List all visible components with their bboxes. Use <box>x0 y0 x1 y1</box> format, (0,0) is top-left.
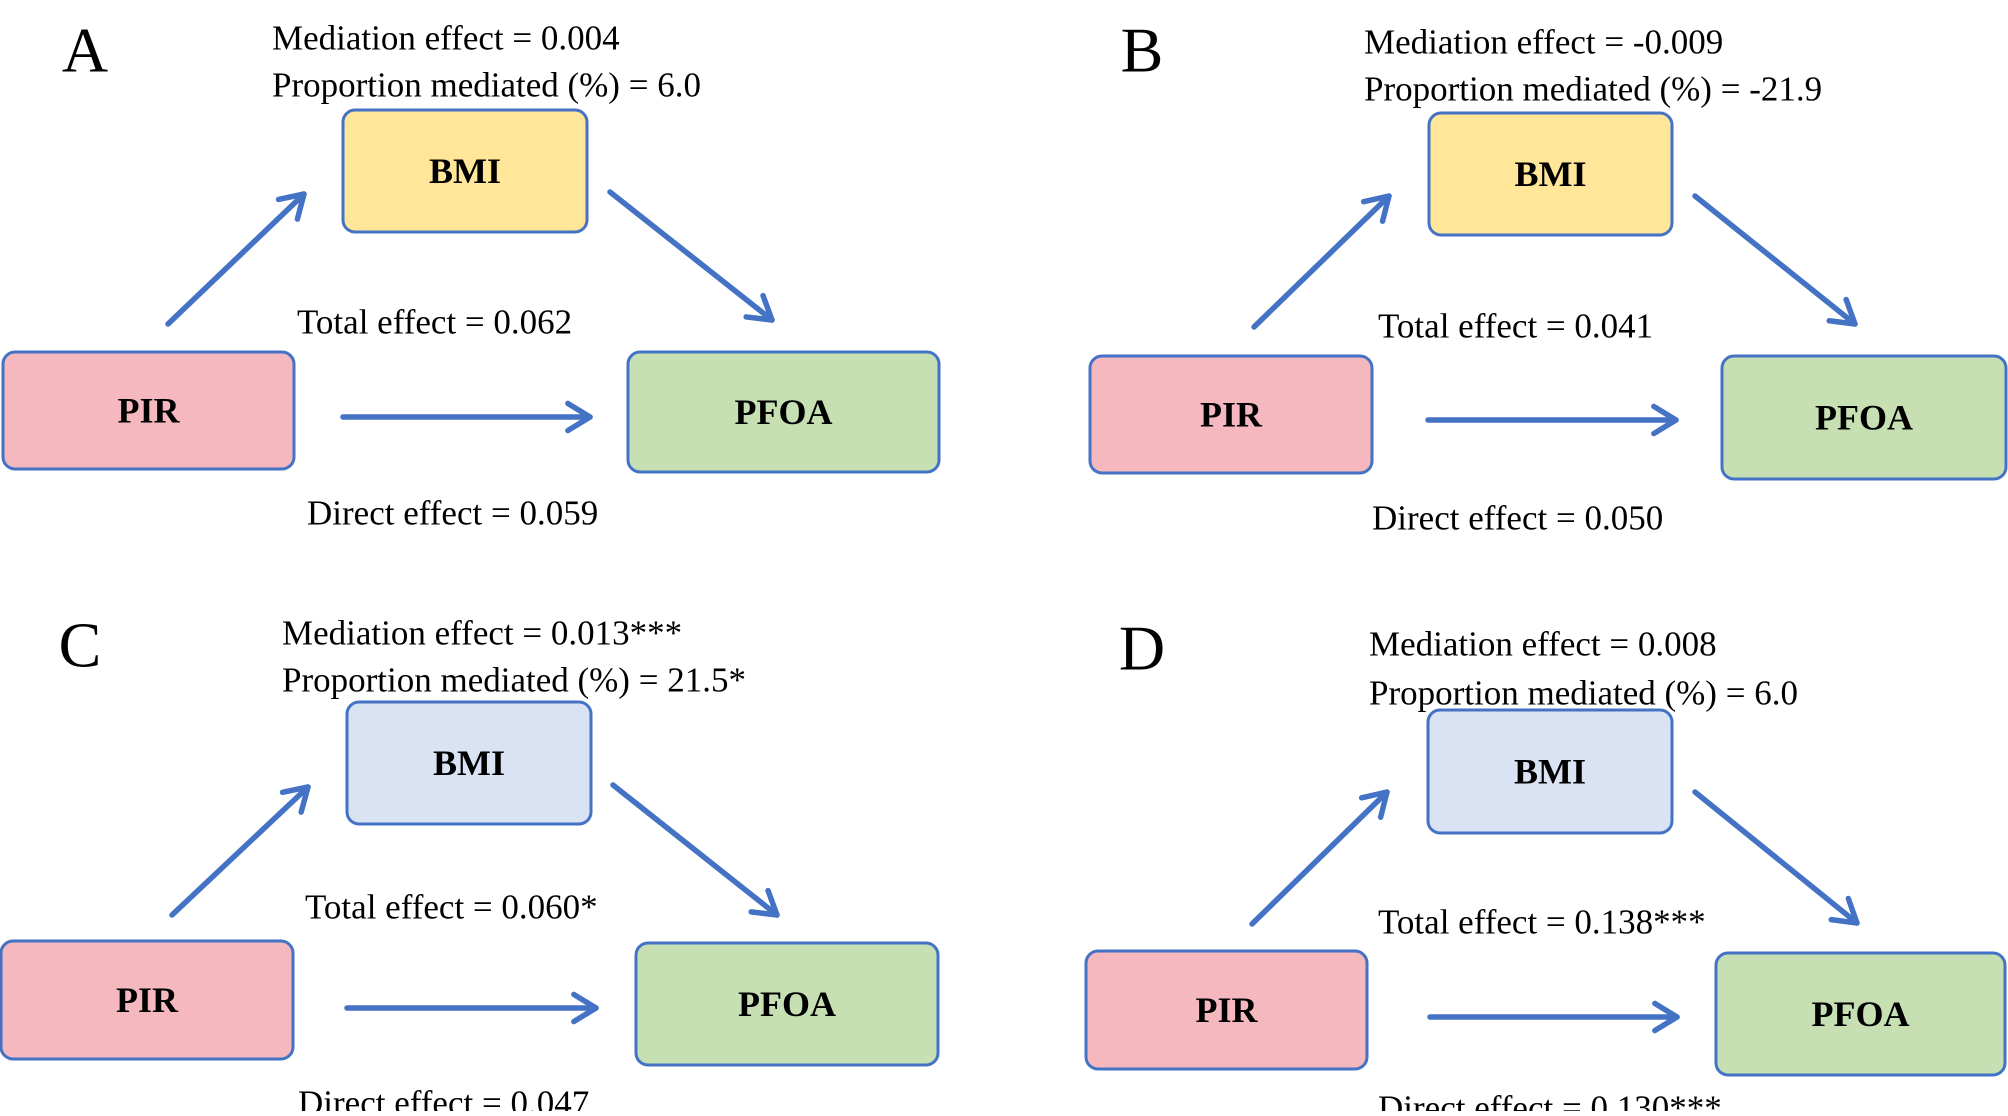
arrow-mediator-to-outcome <box>607 189 775 323</box>
outcome-box: PFOA <box>1720 354 2008 481</box>
exposure-box: PIR <box>1088 354 1374 475</box>
arrow-exposure-to-mediator-group <box>169 784 311 918</box>
total-effect-label: Total effect = 0.062 <box>297 303 572 342</box>
mediation-effect-label: Mediation effect = 0.008 <box>1369 625 1717 664</box>
arrow-exposure-to-outcome-head <box>1652 1000 1680 1034</box>
mediator-label: BMI <box>433 743 505 783</box>
exposure-label: PIR <box>116 980 179 1020</box>
arrow-exposure-to-mediator-head <box>1360 193 1392 224</box>
direct-effect-label: Direct effect = 0.047 <box>298 1084 589 1112</box>
arrow-mediator-to-outcome-head <box>1828 895 1860 926</box>
arrow-exposure-to-mediator-head <box>275 191 307 222</box>
arrow-exposure-to-mediator <box>1251 193 1392 330</box>
arrow-mediator-to-outcome-head <box>743 292 775 323</box>
arrow-exposure-to-outcome-group <box>1427 1000 1680 1034</box>
arrow-exposure-to-outcome-group <box>1425 403 1679 437</box>
arrow-mediator-to-outcome <box>1692 193 1858 327</box>
mediator-box-rect <box>341 108 589 234</box>
panel-c: C Mediation effect = 0.013*** Proportion m… <box>0 610 940 1116</box>
mediator-label: BMI <box>429 151 501 191</box>
mediator-box: BMI <box>1427 111 1674 237</box>
arrow-mediator-to-outcome-group <box>1692 193 1858 327</box>
outcome-box-rect <box>634 941 940 1067</box>
arrow-exposure-to-mediator-head <box>279 784 311 815</box>
panel-letter: D <box>1119 613 1165 684</box>
total-effect-label: Total effect = 0.060* <box>305 888 598 927</box>
direct-effect-label: Direct effect = 0.130*** <box>1378 1089 1722 1112</box>
mediator-box: BMI <box>345 700 593 826</box>
panel-letter: B <box>1121 15 1164 86</box>
mediator-label: BMI <box>1514 752 1586 792</box>
exposure-label: PIR <box>1200 395 1263 435</box>
arrow-exposure-to-outcome-group <box>344 991 599 1025</box>
arrow-mediator-to-outcome-head <box>748 887 780 918</box>
arrow-mediator-to-outcome <box>610 782 780 918</box>
mediator-label: BMI <box>1515 154 1587 194</box>
arrow-exposure-to-outcome-head <box>565 400 593 434</box>
exposure-box-rect <box>0 939 295 1061</box>
arrow-mediator-to-outcome-group <box>1692 789 1860 926</box>
arrow-exposure-to-mediator-group <box>165 191 307 327</box>
arrow-exposure-to-mediator <box>165 191 307 327</box>
proportion-mediated-label: Proportion mediated (%) = 21.5* <box>282 661 746 700</box>
mediator-box: BMI <box>341 108 589 234</box>
arrow-exposure-to-mediator-head <box>1358 789 1390 820</box>
arrow-exposure-to-mediator-group <box>1249 789 1390 927</box>
arrow-mediator-to-outcome-head <box>1826 296 1858 327</box>
mediation-effect-label: Mediation effect = 0.004 <box>272 19 620 58</box>
exposure-label: PIR <box>118 391 181 431</box>
outcome-label: PFOA <box>735 392 833 432</box>
direct-effect-label: Direct effect = 0.050 <box>1372 499 1663 538</box>
arrow-exposure-to-outcome-head <box>571 991 599 1025</box>
arrow-mediator-to-outcome-group <box>610 782 780 918</box>
mediation-effect-label: Mediation effect = 0.013*** <box>282 614 682 653</box>
panel-letter: C <box>59 610 102 681</box>
outcome-box-rect <box>1714 951 2007 1077</box>
mediator-box-rect <box>345 700 593 826</box>
arrow-mediator-to-outcome <box>1692 789 1860 926</box>
proportion-mediated-label: Proportion mediated (%) = 6.0 <box>1369 674 1798 713</box>
outcome-box-rect <box>626 350 941 474</box>
exposure-box: PIR <box>0 939 295 1061</box>
panel-letter: A <box>62 15 108 86</box>
mediation-effect-label: Mediation effect = -0.009 <box>1364 23 1723 62</box>
direct-effect-label: Direct effect = 0.059 <box>307 494 598 533</box>
outcome-box: PFOA <box>1714 951 2007 1077</box>
total-effect-label: Total effect = 0.138*** <box>1378 903 1706 942</box>
exposure-box: PIR <box>1084 949 1369 1071</box>
outcome-box: PFOA <box>626 350 941 474</box>
mediator-box-rect <box>1427 111 1674 237</box>
arrow-exposure-to-mediator <box>169 784 311 918</box>
exposure-box-rect <box>1088 354 1374 475</box>
proportion-mediated-label: Proportion mediated (%) = 6.0 <box>272 66 701 105</box>
exposure-label: PIR <box>1196 990 1259 1030</box>
exposure-box-rect <box>1084 949 1369 1071</box>
outcome-box: PFOA <box>634 941 940 1067</box>
arrow-exposure-to-outcome-head <box>1651 403 1679 437</box>
arrow-exposure-to-mediator <box>1249 789 1390 927</box>
arrow-exposure-to-outcome-group <box>340 400 593 434</box>
mediator-box: BMI <box>1426 708 1674 835</box>
arrow-exposure-to-mediator-group <box>1251 193 1392 330</box>
outcome-box-rect <box>1720 354 2008 481</box>
proportion-mediated-label: Proportion mediated (%) = -21.9 <box>1364 70 1822 109</box>
arrow-mediator-to-outcome-group <box>607 189 775 323</box>
exposure-box-rect <box>1 350 296 471</box>
exposure-box: PIR <box>1 350 296 471</box>
outcome-label: PFOA <box>738 984 836 1024</box>
mediator-box-rect <box>1426 708 1674 835</box>
outcome-label: PFOA <box>1815 398 1913 438</box>
total-effect-label: Total effect = 0.041 <box>1378 307 1653 346</box>
outcome-label: PFOA <box>1812 994 1910 1034</box>
